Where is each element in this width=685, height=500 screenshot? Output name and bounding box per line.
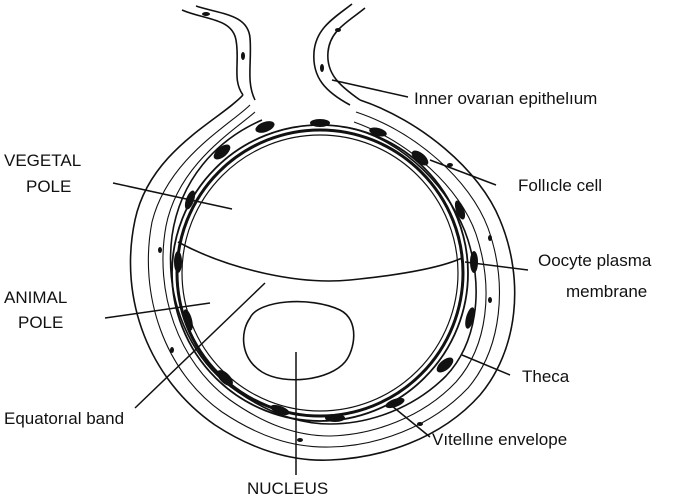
label-equatorial-band: Equatorıal band <box>4 409 124 428</box>
label-animal-pole-1: ANIMAL <box>4 288 67 307</box>
label-animal-pole-2: POLE <box>18 313 63 332</box>
label-theca: Theca <box>522 367 570 386</box>
label-oocyte-plasma-membrane-1: Oocyte plasma <box>538 251 652 270</box>
label-vegetal-pole-2: POLE <box>26 177 71 196</box>
labels: Inner ovarıan epithelıum Follıcle cell O… <box>4 89 652 498</box>
label-vitelline-envelope: Vıtellıne envelope <box>432 430 567 449</box>
label-follicle-cell: Follıcle cell <box>518 176 602 195</box>
label-oocyte-plasma-membrane-2: membrane <box>566 282 647 301</box>
theca-layer <box>129 94 516 461</box>
oocyte <box>171 124 469 422</box>
leader-lines <box>104 79 529 475</box>
equatorial-band-curve <box>177 241 463 282</box>
vitelline-envelope <box>171 124 469 422</box>
label-nucleus: NUCLEUS <box>247 479 328 498</box>
label-vegetal-pole-1: VEGETAL <box>4 151 81 170</box>
ovarian-epithelium-stalk <box>181 3 366 106</box>
label-inner-ovarian-epithelium: Inner ovarıan epithelıum <box>414 89 597 108</box>
oocyte-plasma-membrane <box>175 128 465 418</box>
nucleus-shape <box>242 300 355 381</box>
